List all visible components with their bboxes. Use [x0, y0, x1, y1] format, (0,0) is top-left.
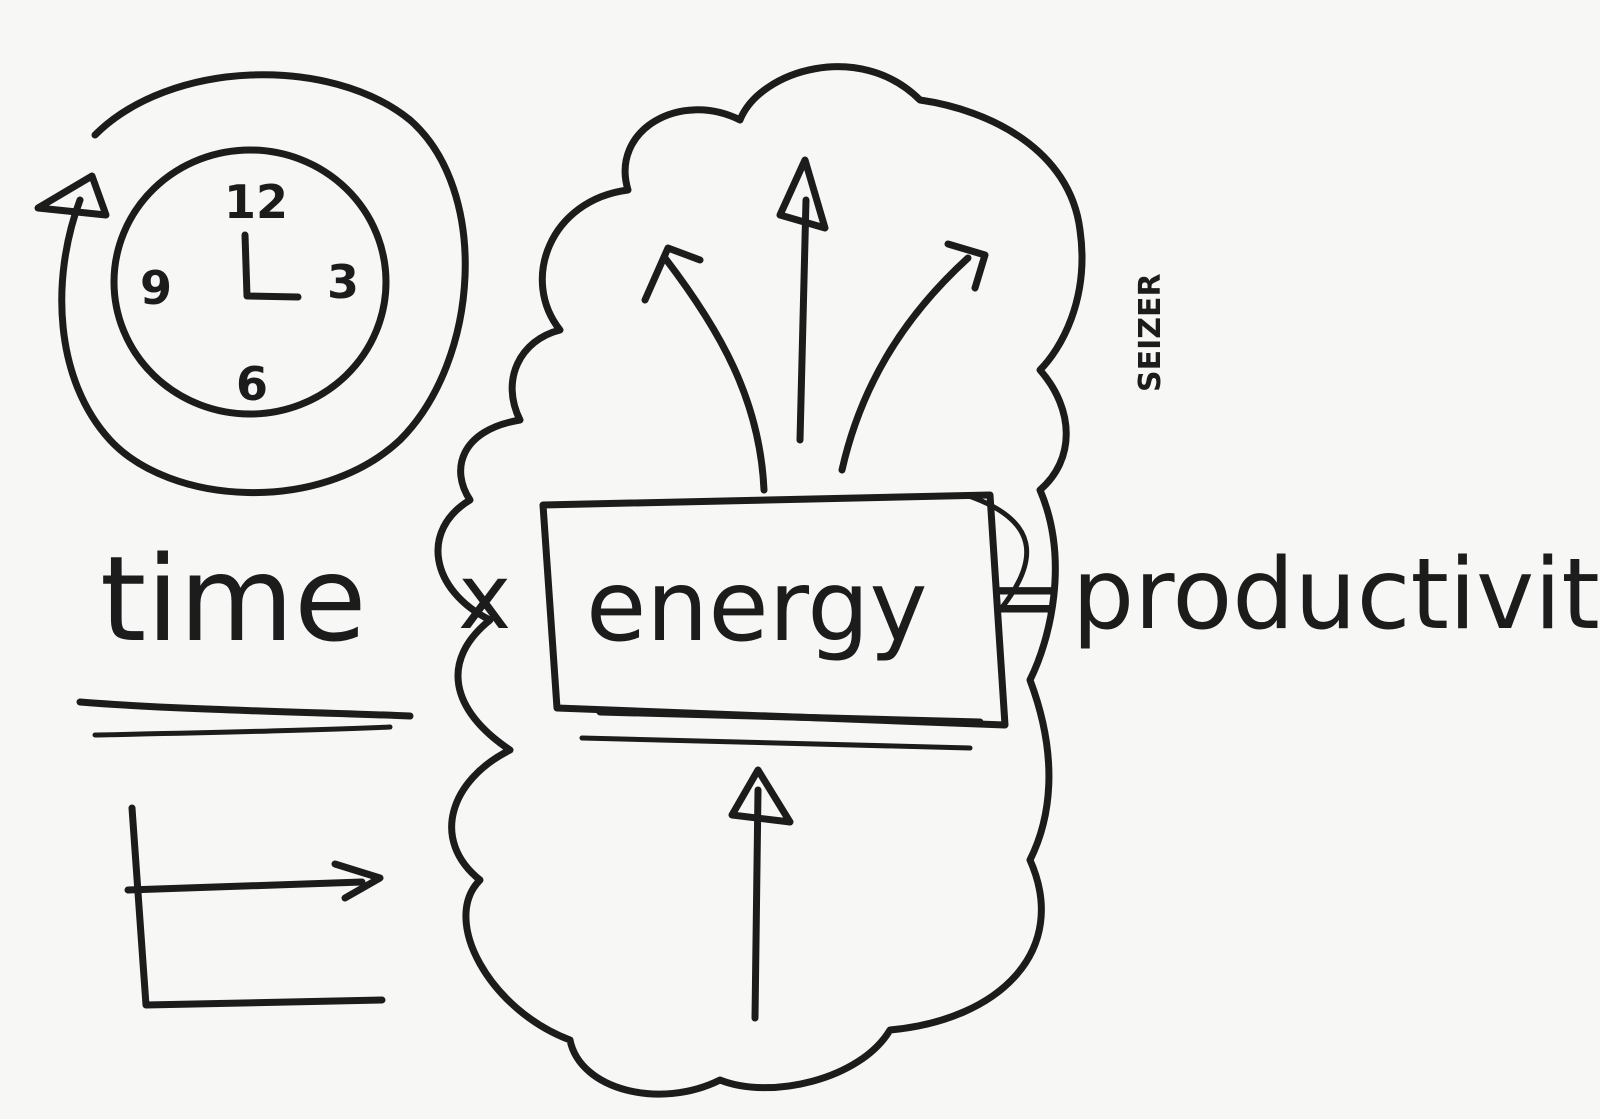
equation-term-time: time — [100, 530, 367, 668]
clock-numeral-9: 9 — [140, 261, 172, 315]
circular-arrow-head — [34, 172, 110, 219]
clock-icon — [110, 146, 390, 418]
arrow-up-right-icon — [838, 240, 989, 474]
clock-hands — [241, 231, 302, 301]
energy-underline-second — [579, 735, 973, 751]
equation-term-energy: energy — [586, 550, 927, 664]
equation-result-productivity: productivity — [1072, 538, 1600, 652]
cloud-icon — [434, 63, 1086, 1098]
clock-group: 12 3 6 9 — [34, 71, 469, 497]
clock-numeral-6: 6 — [236, 357, 268, 411]
equation-operator-multiply: x — [458, 545, 511, 650]
time-underline-second — [92, 724, 393, 738]
time-chart-icon — [124, 804, 386, 1009]
clock-numeral-3: 3 — [327, 255, 359, 309]
equation-operator-equals: = — [988, 545, 1063, 650]
signature: SEIZER — [1133, 273, 1168, 392]
circular-arrow-icon — [58, 71, 469, 497]
energy-underline — [596, 708, 984, 726]
arrow-up-bottom-icon — [728, 766, 794, 1022]
energy-box-side — [963, 492, 1030, 613]
arrow-up-left-icon — [641, 244, 768, 494]
time-underline — [76, 698, 414, 720]
clock-numeral-12: 12 — [224, 175, 288, 229]
energy-box — [539, 491, 1009, 729]
arrow-up-icon — [776, 156, 829, 444]
